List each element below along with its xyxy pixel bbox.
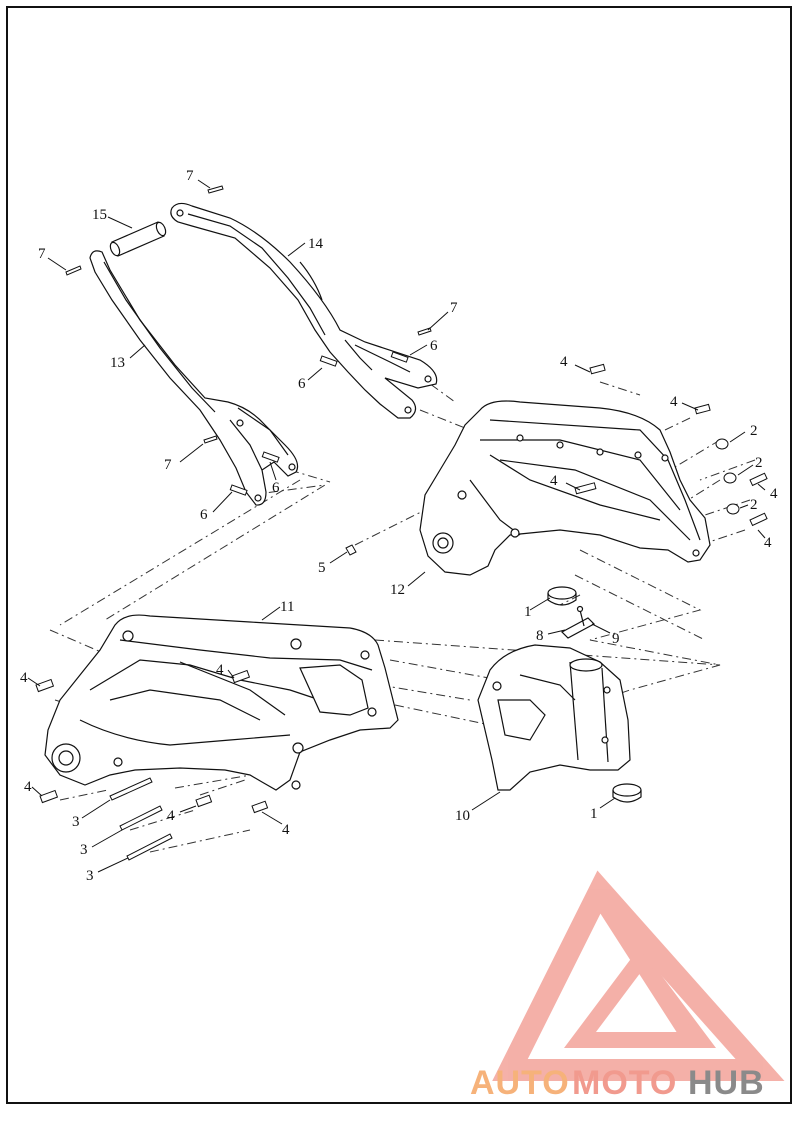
leader-lines — [27, 179, 766, 873]
callout-label: 11 — [280, 599, 294, 615]
watermark-text: AUTO MOTO HUB — [470, 1064, 765, 1102]
part-15-spacer — [109, 221, 167, 257]
callout-label: 5 — [318, 560, 326, 576]
callout-label: 10 — [455, 808, 470, 824]
callout-label: 2 — [750, 423, 758, 439]
watermark-logo — [492, 870, 785, 1081]
part-12-frame-section — [419, 400, 711, 576]
callout-label: 3 — [72, 814, 80, 830]
callout-label: 1 — [524, 604, 532, 620]
diagram-border — [6, 6, 792, 1104]
callout-label: 4 — [24, 779, 32, 795]
callout-labels: 1 1 2 2 2 3 3 3 4 4 4 4 4 4 4 4 4 4 4 5 … — [20, 168, 778, 884]
callout-label: 7 — [38, 246, 46, 262]
callout-label: 4 — [770, 486, 778, 502]
callout-label: 6 — [298, 376, 306, 392]
callout-label: 2 — [755, 455, 763, 471]
callout-label: 9 — [612, 631, 620, 647]
part-8-9-clip — [561, 605, 595, 639]
callout-label: 4 — [20, 670, 28, 686]
callout-label: 1 — [590, 806, 598, 822]
callout-label: 6 — [272, 480, 280, 496]
callout-label: 6 — [430, 338, 438, 354]
watermark-hub: HUB — [688, 1064, 765, 1102]
callout-label: 6 — [200, 507, 208, 523]
callout-label: 4 — [282, 822, 290, 838]
part-14-rear-rail — [170, 202, 438, 419]
part-11-frame-section — [44, 614, 399, 791]
callout-label: 15 — [92, 207, 107, 223]
callout-label: 2 — [750, 497, 758, 513]
callout-label: 12 — [390, 582, 405, 598]
callout-label: 3 — [80, 842, 88, 858]
callout-label: 14 — [308, 236, 324, 252]
fasteners — [35, 185, 768, 861]
callout-label: 7 — [186, 168, 194, 184]
callout-label: 4 — [167, 808, 175, 824]
callout-label: 4 — [550, 473, 558, 489]
logo-outer-triangle — [492, 870, 785, 1081]
callout-label: 4 — [216, 662, 224, 678]
callout-label: 3 — [86, 868, 94, 884]
callout-label: 7 — [164, 457, 172, 473]
part-1-bearings — [547, 586, 642, 803]
watermark-moto: MOTO — [572, 1064, 677, 1102]
callout-label: 13 — [110, 355, 125, 371]
callout-label: 8 — [536, 628, 544, 644]
callout-label: 7 — [450, 300, 458, 316]
callout-label: 4 — [560, 354, 568, 370]
part-13-rear-rail — [89, 250, 299, 506]
part-10-steering-head — [477, 644, 631, 791]
logo-slash — [594, 896, 696, 1044]
callout-label: 4 — [670, 394, 678, 410]
watermark-auto: AUTO — [470, 1064, 570, 1102]
callout-label: 4 — [764, 535, 772, 551]
